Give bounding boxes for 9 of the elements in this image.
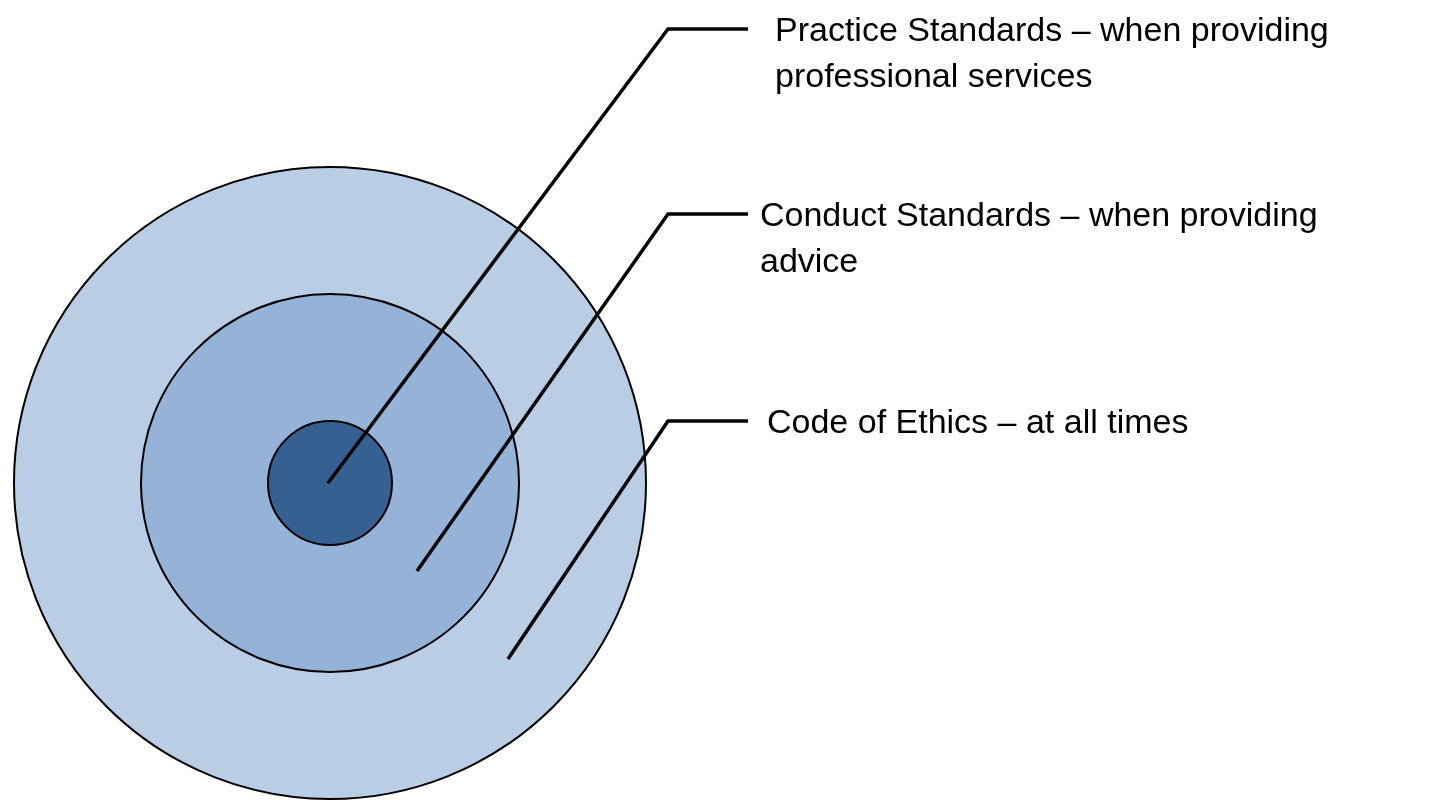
leader-line: [506, 419, 748, 660]
outer-ring: [13, 166, 647, 800]
leader-line: [415, 212, 748, 572]
inner-disc: [267, 420, 393, 546]
callout-text: Code of Ethics – at all times: [748, 398, 1433, 444]
middle-ring: [140, 293, 520, 673]
leader-line: [326, 27, 748, 485]
callout-text: Practice Standards – when providing professional services: [748, 6, 1433, 98]
callout-text: Conduct Standards – when providing advice: [748, 191, 1408, 283]
